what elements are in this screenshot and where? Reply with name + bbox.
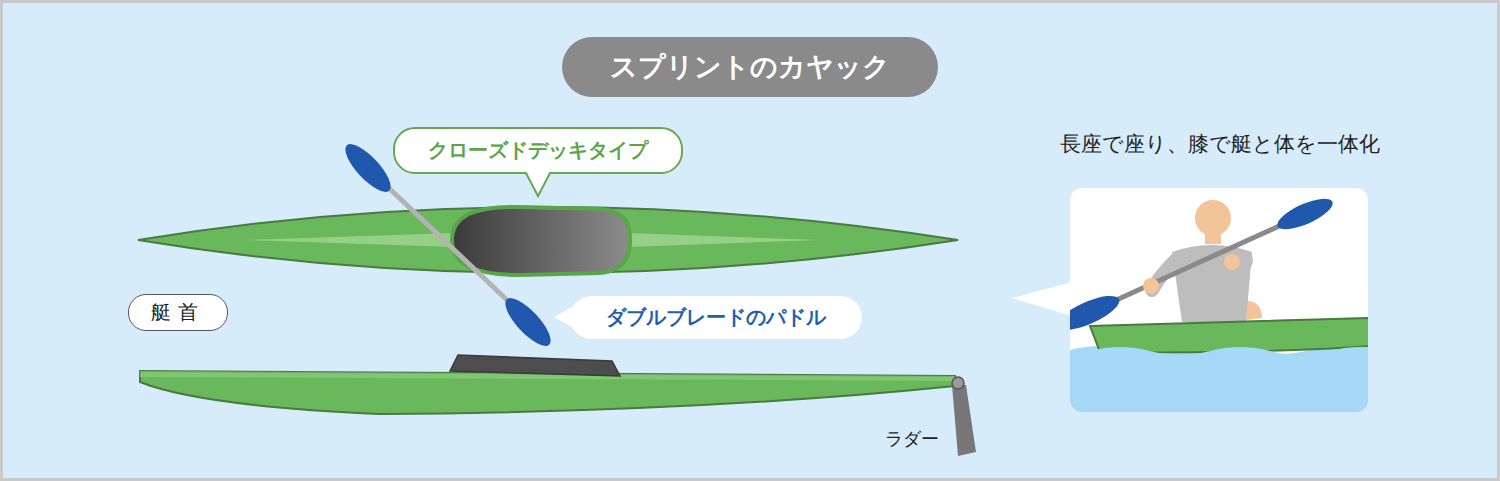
panel-heading: 長座で座り、膝で艇と体を一体化 xyxy=(1060,130,1380,158)
kayak-side-view xyxy=(140,355,955,414)
node-text: クローズドデッキタイプ xyxy=(428,137,648,164)
node-text: ダブルブレードのパドル xyxy=(606,304,826,331)
posture-panel xyxy=(1012,188,1390,412)
node-text: 艇首 xyxy=(151,299,205,326)
title-pill: スプリントのカヤック xyxy=(562,37,938,97)
title-text: スプリントのカヤック xyxy=(610,49,890,85)
callout-bubble: クローズドデッキタイプ xyxy=(393,127,683,174)
bow-label-box: 艇首 xyxy=(128,294,228,331)
bubble-tail xyxy=(526,172,550,196)
callout-bubble: ダブルブレードのパドル xyxy=(570,296,862,339)
kayak-top-view xyxy=(138,207,958,275)
part-label: ラダー xyxy=(885,427,939,451)
rudder xyxy=(952,377,976,456)
bubble-tail xyxy=(554,307,572,327)
